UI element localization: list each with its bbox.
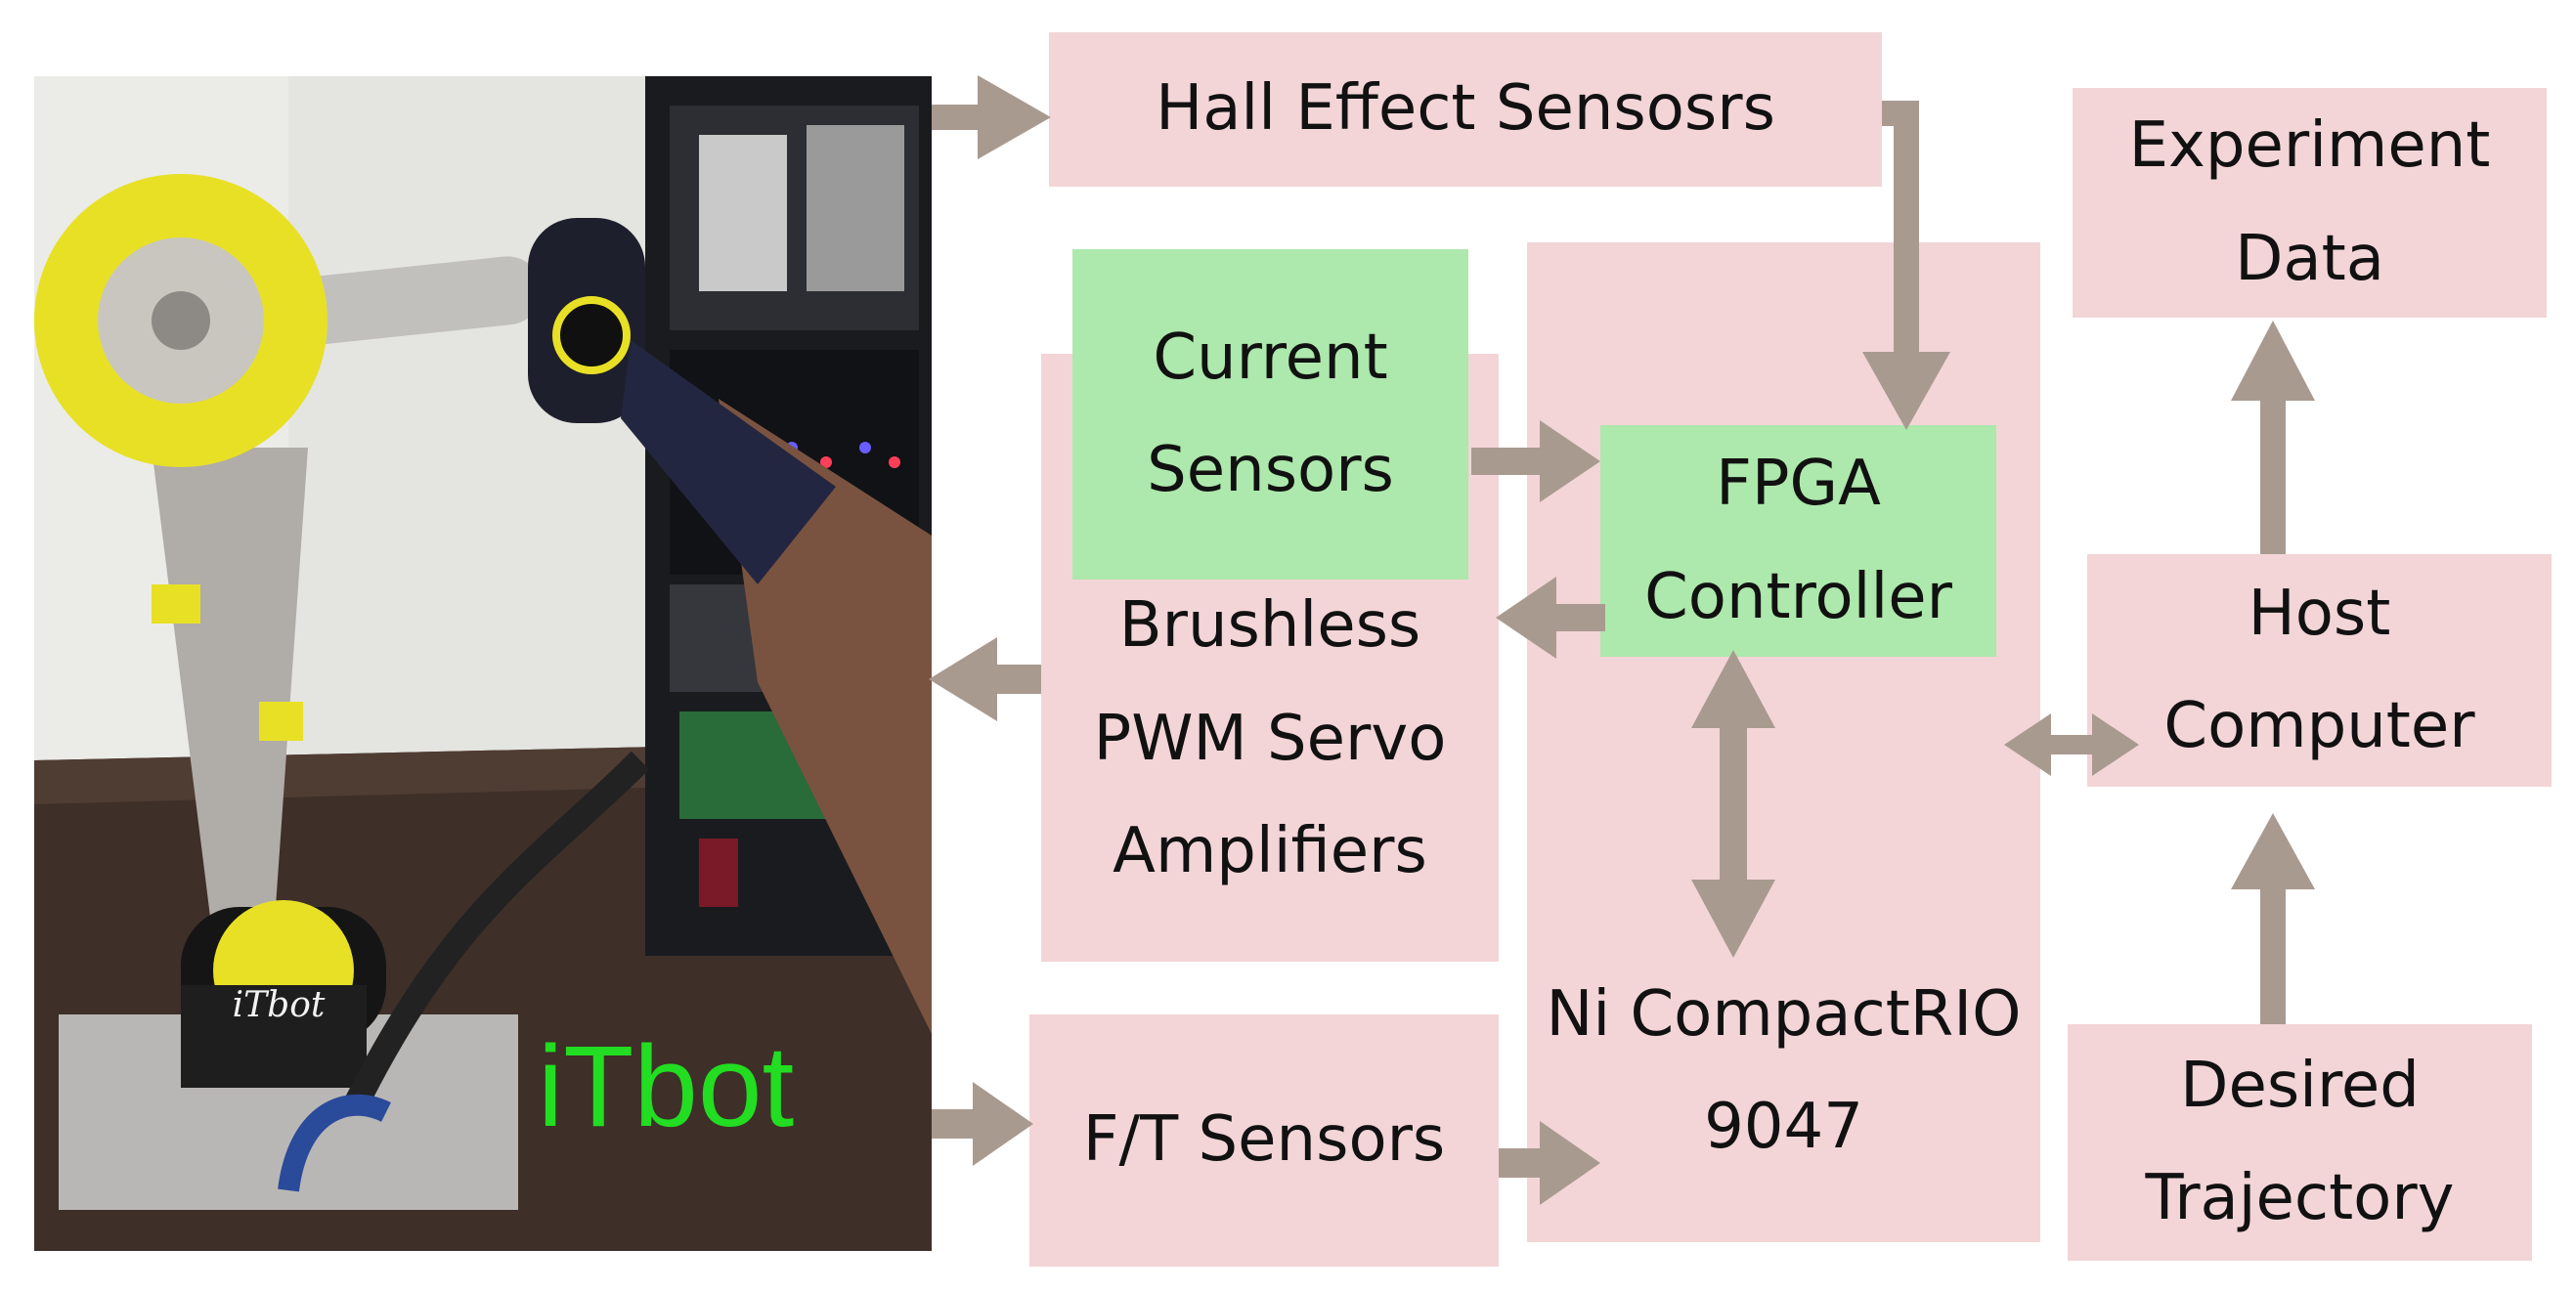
current-sensors-label-line-2: Sensors bbox=[1147, 434, 1394, 506]
fpga-label-line-1: FPGA bbox=[1716, 448, 1881, 521]
desired-trajectory-label-line-1: Desired bbox=[2180, 1049, 2420, 1122]
ft-sensors-box: F/T Sensors bbox=[1029, 1014, 1499, 1267]
arrow-host-to-experiment bbox=[2231, 321, 2315, 554]
compactrio-label-line-1: Ni CompactRIO bbox=[1546, 977, 2022, 1051]
arrow-amplifiers-to-robot bbox=[929, 637, 1041, 721]
itbot-photo: iTbot iTbot bbox=[34, 76, 932, 1251]
arrow-fpga-to-amplifiers bbox=[1496, 577, 1605, 659]
hall-effect-sensors-label: Hall Effect Sensosrs bbox=[1156, 72, 1775, 146]
fpga-controller-box: FPGA Controller bbox=[1600, 425, 1996, 657]
amplifiers-label-line-2: PWM Servo bbox=[1093, 702, 1447, 775]
arrow-robot-to-ft bbox=[932, 1082, 1033, 1166]
host-computer-label-line-1: Host bbox=[2248, 577, 2391, 650]
desired-trajectory-label-line-2: Trajectory bbox=[2145, 1162, 2455, 1234]
current-sensors-label-line-1: Current bbox=[1153, 321, 1388, 394]
experiment-data-box: Experiment Data bbox=[2073, 88, 2547, 318]
arrow-photo-to-hall bbox=[932, 75, 1051, 159]
fpga-label-line-2: Controller bbox=[1644, 560, 1952, 633]
itbot-label: iTbot bbox=[538, 1022, 795, 1151]
experiment-data-label-line-2: Data bbox=[2235, 222, 2384, 295]
arrow-ft-to-compactrio bbox=[1499, 1121, 1600, 1205]
host-computer-box: Host Computer bbox=[2087, 554, 2552, 787]
host-computer-label-line-2: Computer bbox=[2163, 690, 2475, 762]
amplifiers-label-line-3: Amplifiers bbox=[1113, 814, 1427, 887]
ft-sensors-label: F/T Sensors bbox=[1082, 1103, 1446, 1177]
arrow-hall-to-fpga bbox=[1862, 101, 1950, 430]
desired-trajectory-box: Desired Trajectory bbox=[2068, 1024, 2532, 1261]
current-sensors-box: Current Sensors bbox=[1072, 249, 1468, 580]
robot-nameplate: iTbot bbox=[232, 985, 326, 1025]
experiment-data-label-line-1: Experiment bbox=[2128, 109, 2491, 183]
arrow-trajectory-to-host bbox=[2231, 813, 2315, 1024]
arrow-fpga-compactrio-bidirectional bbox=[1691, 650, 1775, 958]
hall-effect-sensors-box: Hall Effect Sensosrs bbox=[1049, 32, 1882, 187]
ni-compactrio-box: Ni CompactRIO 9047 bbox=[1527, 242, 2040, 1242]
itbot-photo-illustration bbox=[34, 76, 932, 1251]
compactrio-label-line-2: 9047 bbox=[1704, 1090, 1863, 1163]
amplifiers-label-line-1: Brushless bbox=[1118, 589, 1421, 663]
arrow-compactrio-host-bidirectional bbox=[2004, 713, 2139, 776]
arrow-current-to-fpga bbox=[1471, 420, 1600, 502]
